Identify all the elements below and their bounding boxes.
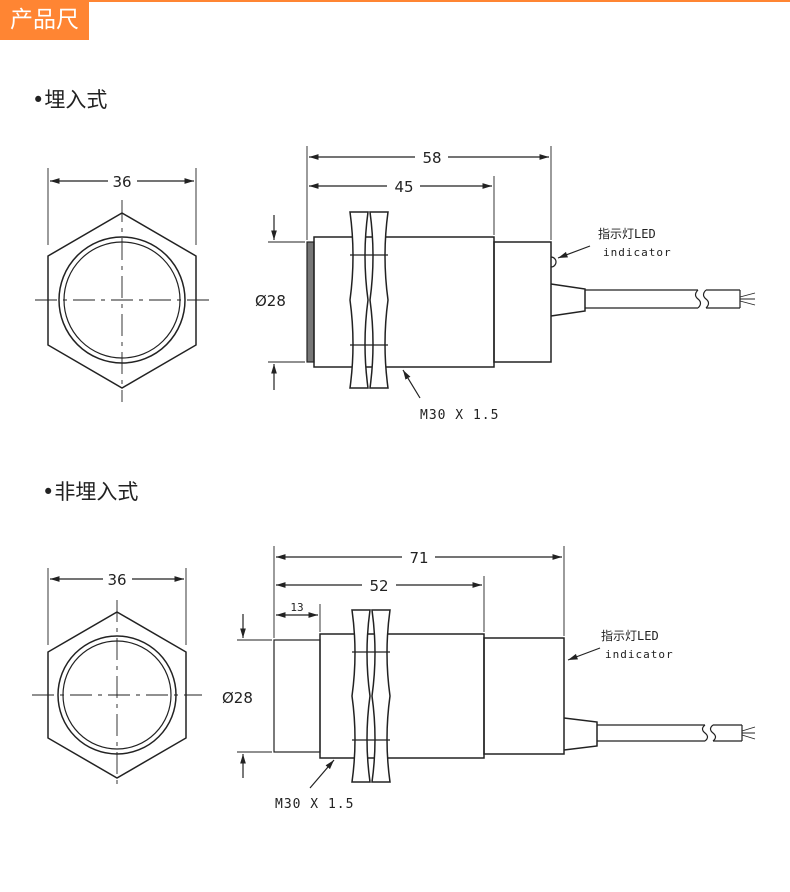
section-title-nonflush: •非埋入式	[42, 480, 139, 504]
led-label-cn: 指示灯LED	[598, 226, 656, 241]
side-view-nonflush	[237, 546, 756, 789]
body-length-label: 45	[394, 178, 413, 196]
header-title: 产品尺寸	[0, 0, 89, 73]
thread-label: M30 X 1.5	[420, 408, 499, 423]
hex-width-label: 36	[112, 173, 131, 191]
body-length-label: 52	[369, 577, 388, 595]
head-length-label: 13	[290, 601, 303, 614]
section-title-flush: •埋入式	[32, 88, 108, 112]
diameter-label: Ø28	[255, 292, 286, 310]
diameter-label: Ø28	[222, 689, 253, 707]
header-rule	[0, 0, 790, 2]
led-label-cn: 指示灯LED	[601, 628, 659, 643]
total-length-label: 71	[409, 549, 428, 567]
led-label-en: indicator	[603, 246, 672, 259]
thread-label: M30 X 1.5	[275, 797, 354, 812]
led-label-en: indicator	[605, 648, 674, 661]
front-view-nonflush	[32, 568, 202, 790]
side-view-flush	[268, 146, 756, 399]
total-length-label: 58	[422, 149, 441, 167]
front-view-flush	[35, 168, 210, 402]
hex-width-label: 36	[107, 571, 126, 589]
